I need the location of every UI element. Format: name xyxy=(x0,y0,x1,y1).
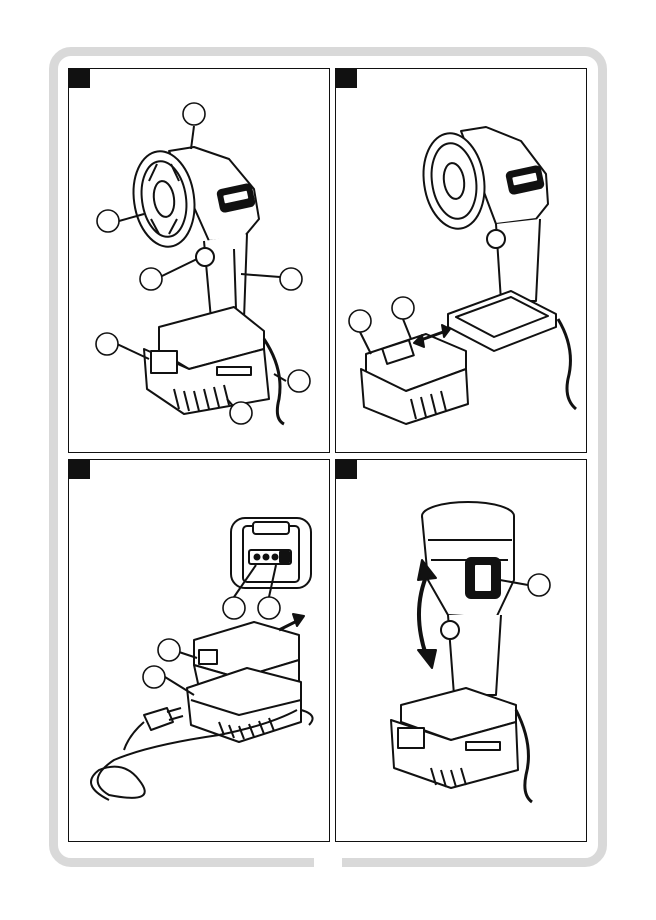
callout-circles xyxy=(349,297,414,332)
callout-circle xyxy=(158,639,180,661)
figure-panel-3 xyxy=(68,459,330,842)
figure-panel-2 xyxy=(335,68,587,453)
callout-circle xyxy=(223,597,245,619)
callout-circle xyxy=(392,297,414,319)
callout-circle xyxy=(258,597,280,619)
callout-circle xyxy=(183,103,205,125)
callout-circle xyxy=(349,310,371,332)
callout-circle xyxy=(288,370,310,392)
callout-circle xyxy=(143,666,165,688)
head-rotation-illustration xyxy=(336,460,587,842)
callout-circle xyxy=(528,574,550,596)
figure-panel-4 xyxy=(335,459,587,842)
figure-panel-1 xyxy=(68,68,330,453)
callout-circle xyxy=(96,333,118,355)
callout-circle xyxy=(230,402,252,424)
frame-gap xyxy=(314,858,342,872)
callout-circle xyxy=(140,268,162,290)
callout-circles xyxy=(528,574,550,596)
work-light-illustration xyxy=(69,69,330,453)
charger-illustration xyxy=(69,460,330,842)
callout-circle xyxy=(280,268,302,290)
callout-circle xyxy=(97,210,119,232)
battery-attach-illustration xyxy=(336,69,587,453)
